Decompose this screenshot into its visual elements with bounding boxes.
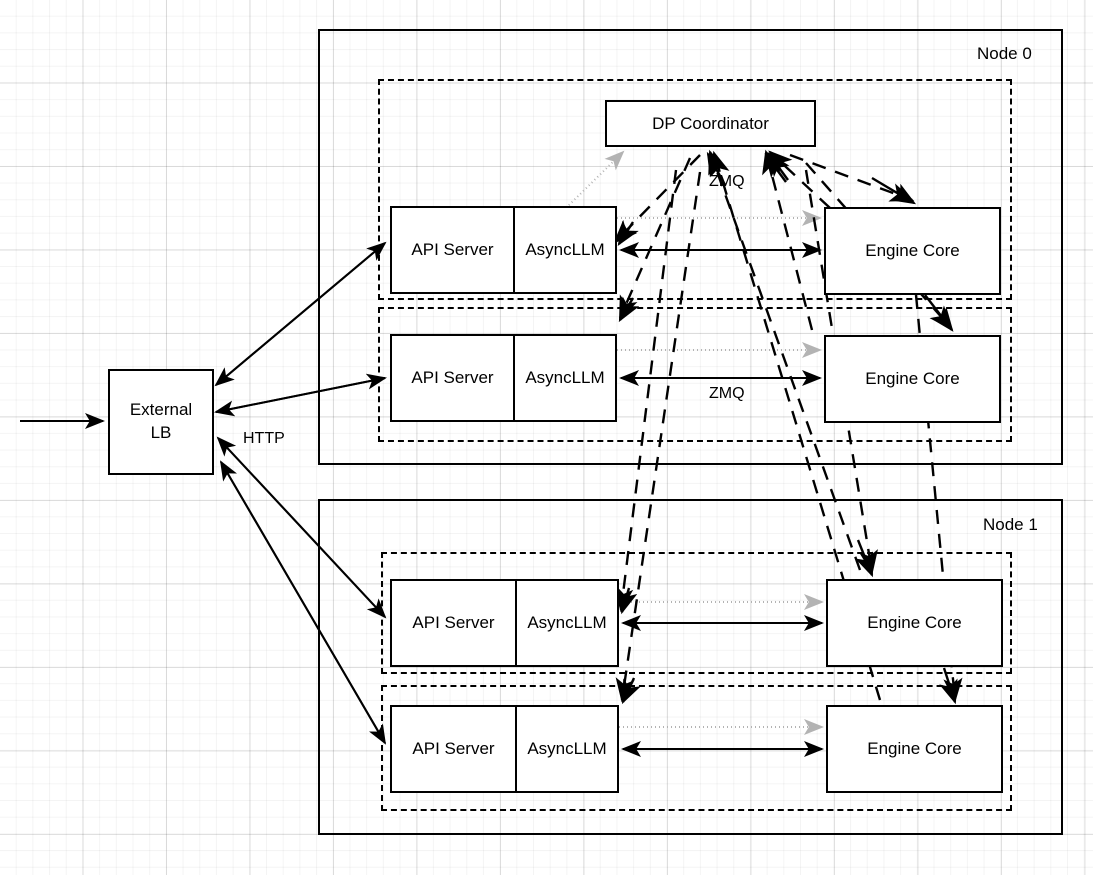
dashed-group-node1-group0 xyxy=(381,552,1012,674)
api-server-label: API Server xyxy=(412,613,495,632)
api-server-asyncllm-box-node1-group1[interactable]: API Server AsyncLLM xyxy=(390,705,619,793)
node-container-node1 xyxy=(318,499,1063,835)
engine-core-label: Engine Core xyxy=(867,739,962,758)
http-edge-label: HTTP xyxy=(243,430,285,447)
dp-coordinator-box[interactable]: DP Coordinator xyxy=(605,100,816,147)
api-server-cell-node1-group0[interactable]: API Server xyxy=(392,581,517,665)
engine-core-box-node0-group0[interactable]: Engine Core xyxy=(824,207,1001,295)
asyncllm-cell-node0-group1[interactable]: AsyncLLM xyxy=(515,336,615,420)
external-lb-label-line1: External xyxy=(129,400,193,420)
asyncllm-cell-node0-group0[interactable]: AsyncLLM xyxy=(515,208,615,292)
api-server-label: API Server xyxy=(411,240,494,259)
asyncllm-label: AsyncLLM xyxy=(527,613,607,632)
engine-core-box-node1-group1[interactable]: Engine Core xyxy=(826,705,1003,793)
zmq-edge-label-coordinator: ZMQ xyxy=(709,173,745,190)
asyncllm-label: AsyncLLM xyxy=(527,739,607,758)
node-label-node0: Node 0 xyxy=(977,44,1032,63)
node-container-node0 xyxy=(318,29,1063,465)
external-lb-box[interactable]: External LB xyxy=(108,369,214,475)
zmq-edge-label-node0-group1: ZMQ xyxy=(709,385,745,402)
engine-core-box-node0-group1[interactable]: Engine Core xyxy=(824,335,1001,423)
api-server-asyncllm-box-node1-group0[interactable]: API Server AsyncLLM xyxy=(390,579,619,667)
external-lb-label-line2: LB xyxy=(150,423,172,442)
engine-core-box-node1-group0[interactable]: Engine Core xyxy=(826,579,1003,667)
asyncllm-cell-node1-group0[interactable]: AsyncLLM xyxy=(517,581,617,665)
dashed-group-node0-group1 xyxy=(378,307,1012,442)
dashed-group-node0-group0 xyxy=(378,79,1012,300)
api-server-asyncllm-box-node0-group0[interactable]: API Server AsyncLLM xyxy=(390,206,617,294)
api-server-cell-node0-group0[interactable]: API Server xyxy=(392,208,515,292)
api-server-asyncllm-box-node0-group1[interactable]: API Server AsyncLLM xyxy=(390,334,617,422)
api-server-label: API Server xyxy=(411,368,494,387)
node-label-node1: Node 1 xyxy=(983,515,1038,534)
engine-core-label: Engine Core xyxy=(865,241,960,260)
dashed-group-node1-group1 xyxy=(381,685,1012,811)
engine-core-label: Engine Core xyxy=(867,613,962,632)
api-server-cell-node1-group1[interactable]: API Server xyxy=(392,707,517,791)
dp-coordinator-label: DP Coordinator xyxy=(652,113,769,133)
asyncllm-cell-node1-group1[interactable]: AsyncLLM xyxy=(517,707,617,791)
api-server-cell-node0-group1[interactable]: API Server xyxy=(392,336,515,420)
asyncllm-label: AsyncLLM xyxy=(525,368,605,387)
api-server-label: API Server xyxy=(412,739,495,758)
asyncllm-label: AsyncLLM xyxy=(525,240,605,259)
engine-core-label: Engine Core xyxy=(865,369,960,388)
